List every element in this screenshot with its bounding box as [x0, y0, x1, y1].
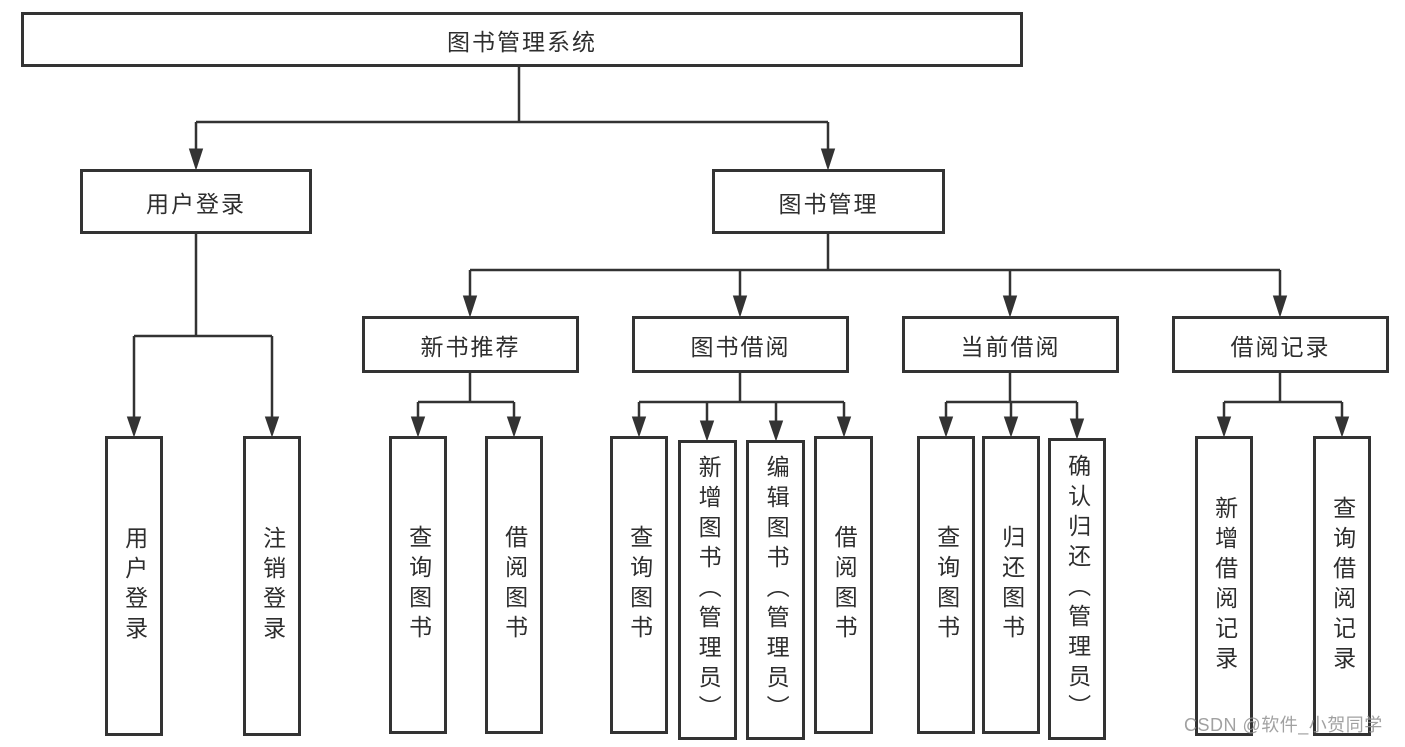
arrowhead — [1003, 416, 1019, 438]
node-nb-borrow-books: 借阅图书 — [485, 436, 543, 734]
arrowhead — [836, 416, 852, 438]
node-label: 新增借阅记录 — [1211, 496, 1238, 676]
node-label: 查询图书 — [626, 525, 653, 645]
node-cb-return-books: 归还图书 — [982, 436, 1040, 734]
arrowhead — [938, 416, 954, 438]
node-book-borrow: 图书借阅 — [632, 316, 849, 373]
connector-new-book-recommend-children — [410, 373, 522, 438]
arrowhead — [462, 295, 478, 318]
node-logout-action: 注销登录 — [243, 436, 301, 736]
node-label: 查询借阅记录 — [1329, 496, 1356, 676]
connector-book-borrow-children — [631, 373, 852, 442]
arrowhead — [410, 416, 426, 438]
node-br-add-borrow-record: 新增借阅记录 — [1195, 436, 1253, 736]
node-root: 图书管理系统 — [21, 12, 1023, 67]
connector-book-management-children — [462, 234, 1288, 318]
arrowhead — [1334, 416, 1350, 438]
node-user-login: 用户登录 — [80, 169, 312, 234]
connector-user-login-children — [126, 234, 280, 438]
node-label: 查询图书 — [405, 525, 432, 645]
arrowhead — [768, 420, 784, 442]
node-nb-query-books: 查询图书 — [389, 436, 447, 734]
node-cb-confirm-return-admin: 确认归还（管理员） — [1048, 438, 1106, 740]
arrowhead — [732, 295, 748, 318]
node-bb-borrow-books: 借阅图书 — [814, 436, 873, 734]
connector-root-children — [188, 67, 836, 171]
node-label: 用户登录 — [121, 526, 148, 646]
node-label: 确认归还（管理员） — [1064, 454, 1091, 724]
node-bb-add-books-admin: 新增图书（管理员） — [678, 440, 737, 740]
node-label: 查询图书 — [933, 525, 960, 645]
node-user-login-action: 用户登录 — [105, 436, 163, 736]
node-label: 借阅图书 — [501, 525, 528, 645]
arrowhead — [1069, 418, 1085, 440]
arrowhead — [188, 148, 204, 171]
node-label: 新增图书（管理员） — [695, 455, 722, 725]
node-bb-edit-books-admin: 编辑图书（管理员） — [746, 440, 805, 740]
arrowhead — [699, 420, 715, 442]
node-label: 编辑图书（管理员） — [763, 455, 790, 725]
arrowhead — [1002, 295, 1018, 318]
arrowhead — [264, 416, 280, 438]
arrowhead — [1216, 416, 1232, 438]
node-current-borrow: 当前借阅 — [902, 316, 1119, 373]
node-label: 归还图书 — [998, 525, 1025, 645]
arrowhead — [631, 416, 647, 438]
node-new-book-recommend: 新书推荐 — [362, 316, 579, 373]
arrowhead — [1272, 295, 1288, 318]
node-label: 借阅图书 — [831, 525, 858, 645]
node-borrow-records: 借阅记录 — [1172, 316, 1389, 373]
node-cb-query-books: 查询图书 — [917, 436, 975, 734]
arrowhead — [126, 416, 142, 438]
arrowhead — [820, 148, 836, 171]
connector-borrow-records-children — [1216, 373, 1350, 438]
node-bb-query-books: 查询图书 — [610, 436, 668, 734]
arrowhead — [506, 416, 522, 438]
node-label: 注销登录 — [259, 526, 286, 646]
node-book-management: 图书管理 — [712, 169, 945, 234]
node-br-query-borrow-record: 查询借阅记录 — [1313, 436, 1371, 736]
connector-current-borrow-children — [938, 373, 1085, 440]
watermark: CSDN @软件_小贺同学 — [1184, 715, 1383, 735]
